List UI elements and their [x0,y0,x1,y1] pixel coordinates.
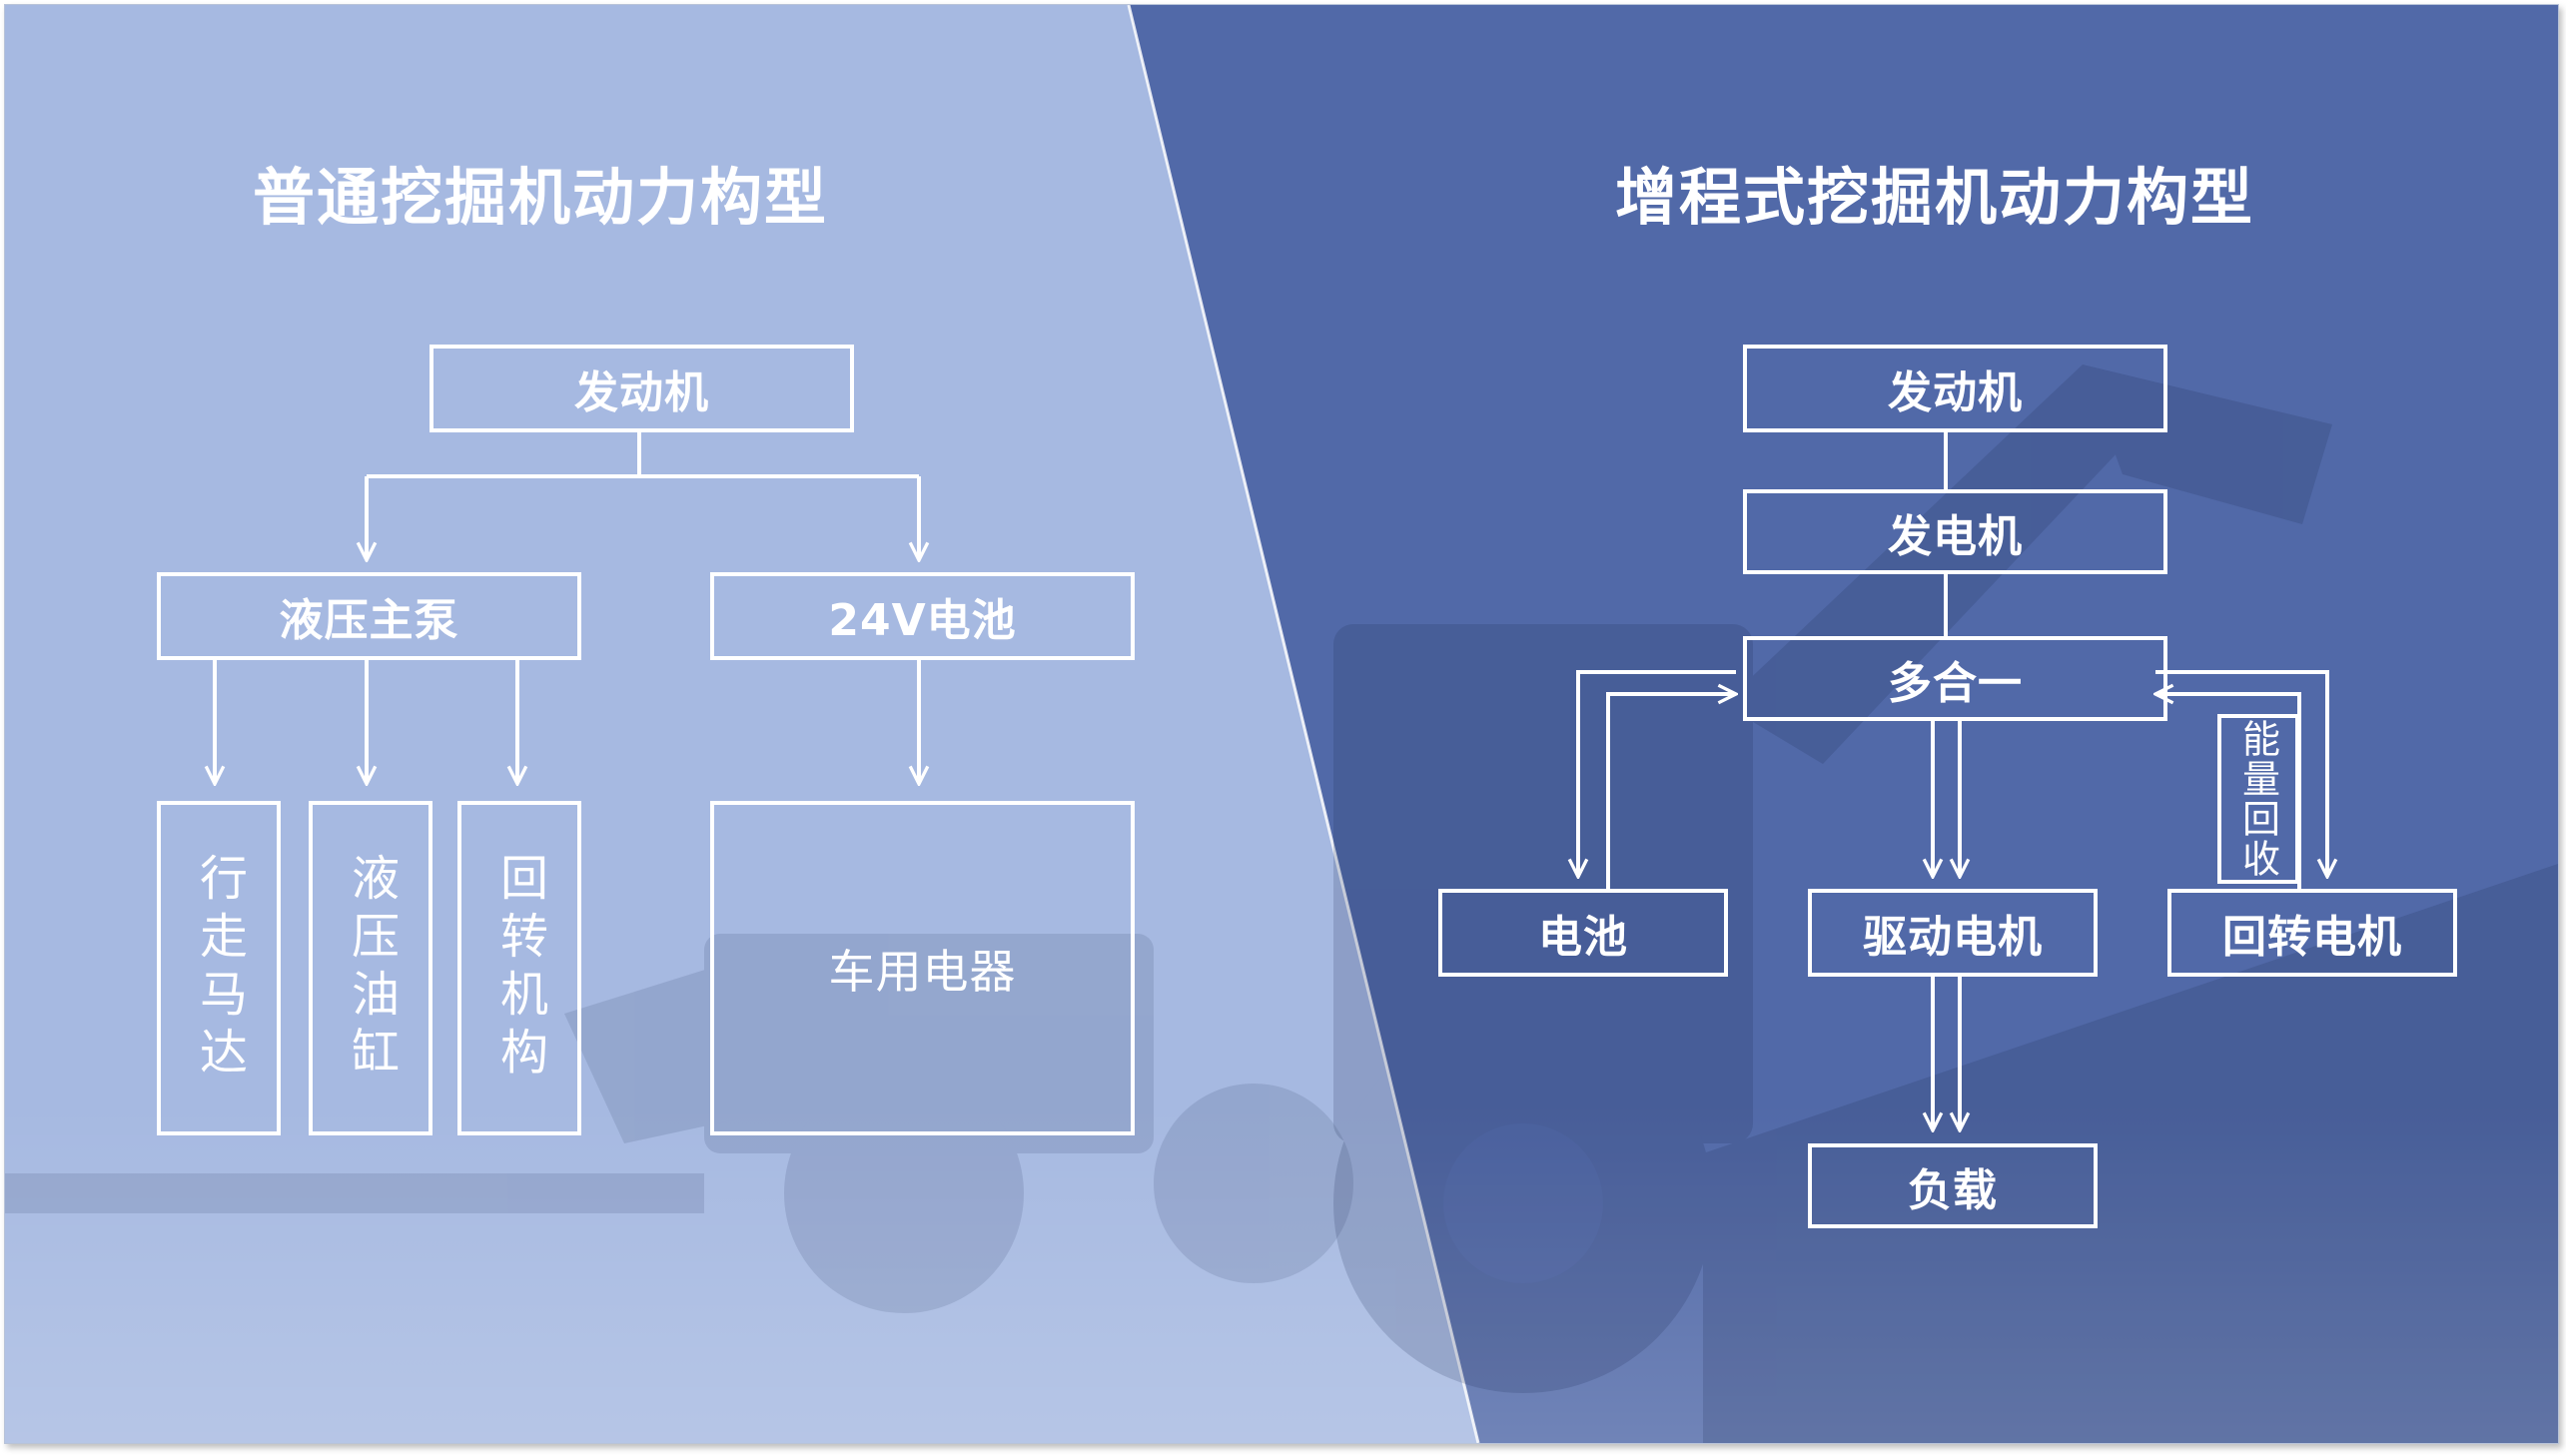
line-engine-split [367,432,919,478]
background [5,5,2558,1443]
slide: 普通挖掘机动力构型 发动机 液压主泵 24V电池 行走马达 液压油缸 回转机构 … [4,4,2559,1444]
vehicle-electrics-box: 车用电器 [710,801,1135,1135]
vehicle-electrics-label: 车用电器 [828,944,1017,999]
left-panel [5,5,1478,1443]
left-engine-box: 发动机 [429,345,854,432]
hydraulic-pump-label: 液压主泵 [279,595,459,646]
all-in-one-label: 多合一 [1888,657,2023,709]
swing-mechanism-box: 回转机构 [457,801,581,1135]
right-engine-box: 发动机 [1743,345,2167,432]
drive-motor-label: 驱动电机 [1863,912,2043,963]
swing-mechanism-label: 回转机构 [491,852,547,1085]
drive-motor-box: 驱动电机 [1808,889,2098,977]
battery-box: 电池 [1438,889,1728,977]
arrow-allinone-to-battery [1578,670,1736,877]
hydraulic-cylinder-label: 液压油缸 [343,852,399,1085]
battery-24v-label: 24V电池 [828,595,1017,646]
generator-label: 发电机 [1888,510,2023,562]
battery-label: 电池 [1538,912,1628,963]
generator-box: 发电机 [1743,489,2167,574]
right-title: 增程式挖掘机动力构型 [1615,161,2255,234]
battery-24v-box: 24V电池 [710,572,1135,660]
arrow-battery-to-allinone [1606,694,1736,889]
travel-motor-box: 行走马达 [157,801,281,1135]
energy-recovery-box: 能量回收 [2217,714,2299,884]
left-engine-label: 发动机 [574,367,709,418]
right-engine-label: 发动机 [1888,367,2023,418]
ground-haze [5,1103,2558,1443]
swing-motor-box: 回转电机 [2167,889,2457,977]
swing-motor-label: 回转电机 [2222,912,2402,963]
all-in-one-box: 多合一 [1743,636,2167,721]
hydraulic-cylinder-box: 液压油缸 [309,801,432,1135]
excavator-silhouette-right [1333,364,2558,1443]
right-panel [1129,5,2558,1443]
arrow-allinone-to-swing-motor [2155,670,2327,877]
arrow-swing-to-allinone [2155,694,2301,889]
travel-motor-label: 行走马达 [191,852,247,1085]
left-title: 普通挖掘机动力构型 [253,161,829,234]
energy-recovery-label: 能量回收 [2235,719,2280,879]
load-label: 负载 [1908,1164,1998,1216]
load-box: 负载 [1808,1143,2098,1228]
connector-lines [5,432,2558,1443]
hydraulic-pump-box: 液压主泵 [157,572,581,660]
